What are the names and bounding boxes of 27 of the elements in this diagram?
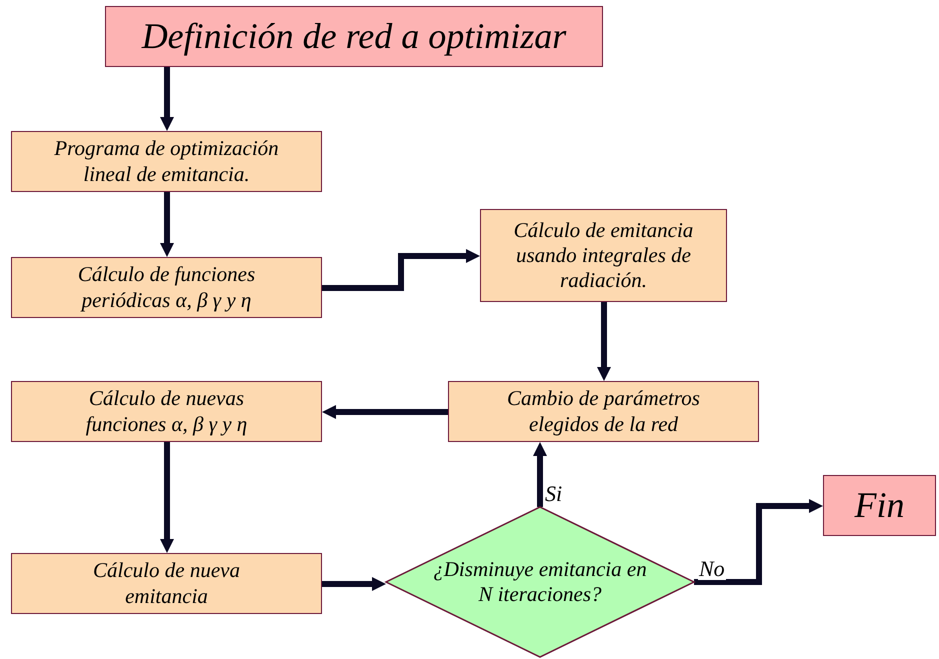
process-box	[448, 381, 759, 442]
arrow	[597, 302, 611, 381]
arrow	[322, 249, 480, 291]
decision-diamond	[386, 507, 694, 657]
process-box	[11, 381, 322, 442]
node-text: Fin	[853, 484, 906, 527]
arrow	[160, 192, 174, 257]
node-text: Programa de optimización lineal de emitancia.	[53, 136, 280, 187]
arrow	[533, 442, 547, 507]
process-box	[11, 553, 322, 614]
process-box	[11, 257, 322, 318]
arrow	[160, 67, 174, 131]
node-text: Definición de red a optimizar	[140, 14, 568, 58]
node-text: Cálculo de nueva emitancia	[92, 558, 241, 609]
arrow	[160, 442, 174, 553]
process-box	[11, 131, 322, 192]
arrow	[322, 405, 448, 419]
process-box	[105, 6, 603, 67]
node-text: Cálculo de funciones periódicas α, β γ y η	[76, 262, 256, 313]
process-box	[480, 209, 727, 302]
node-text: ¿Disminuye emitancia en N iteraciones?	[432, 556, 648, 608]
node-text: Cálculo de emitancia usando integrales de radiación.	[512, 218, 694, 294]
node-text: Cálculo de nuevas funciones α, β γ y η	[84, 386, 248, 437]
arrow	[694, 499, 823, 585]
node-text: Cambio de parámetros elegidos de la red	[506, 386, 701, 437]
process-box	[823, 475, 936, 536]
arrow	[322, 577, 386, 591]
